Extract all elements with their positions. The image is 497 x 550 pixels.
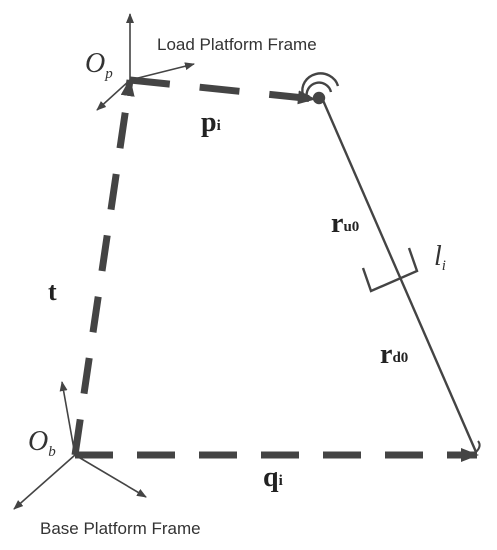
- vector-p-i: [129, 76, 316, 105]
- base-frame-z-axis: [59, 381, 76, 456]
- origin-b-label: Ob: [28, 426, 56, 460]
- load-frame-axes: [96, 13, 195, 111]
- vector-t-label: t: [48, 277, 57, 306]
- lower-joint-icon: [475, 440, 481, 453]
- vector-r-u0-label: ru0: [331, 208, 359, 239]
- vector-r-d0-label: rd0: [380, 339, 408, 370]
- prismatic-joint-icon: [361, 247, 419, 293]
- leg-line: [320, 97, 478, 453]
- load-frame-y-axis: [96, 79, 131, 111]
- leg-length-label: li: [434, 241, 446, 274]
- origin-p-label: Op: [85, 48, 113, 82]
- load-platform-frame-label: Load Platform Frame: [157, 35, 317, 54]
- base-frame-axes: [13, 381, 147, 510]
- base-frame-y-axis: [13, 454, 76, 510]
- base-platform-frame-label: Base Platform Frame: [40, 519, 201, 538]
- vector-t: [71, 78, 135, 456]
- upper-joint-icon: [301, 72, 340, 105]
- vector-p-i-label: pi: [201, 107, 221, 138]
- vector-q-i-label: qi: [263, 462, 283, 493]
- load-frame-x-axis: [129, 62, 195, 81]
- base-frame-x-axis: [74, 454, 147, 498]
